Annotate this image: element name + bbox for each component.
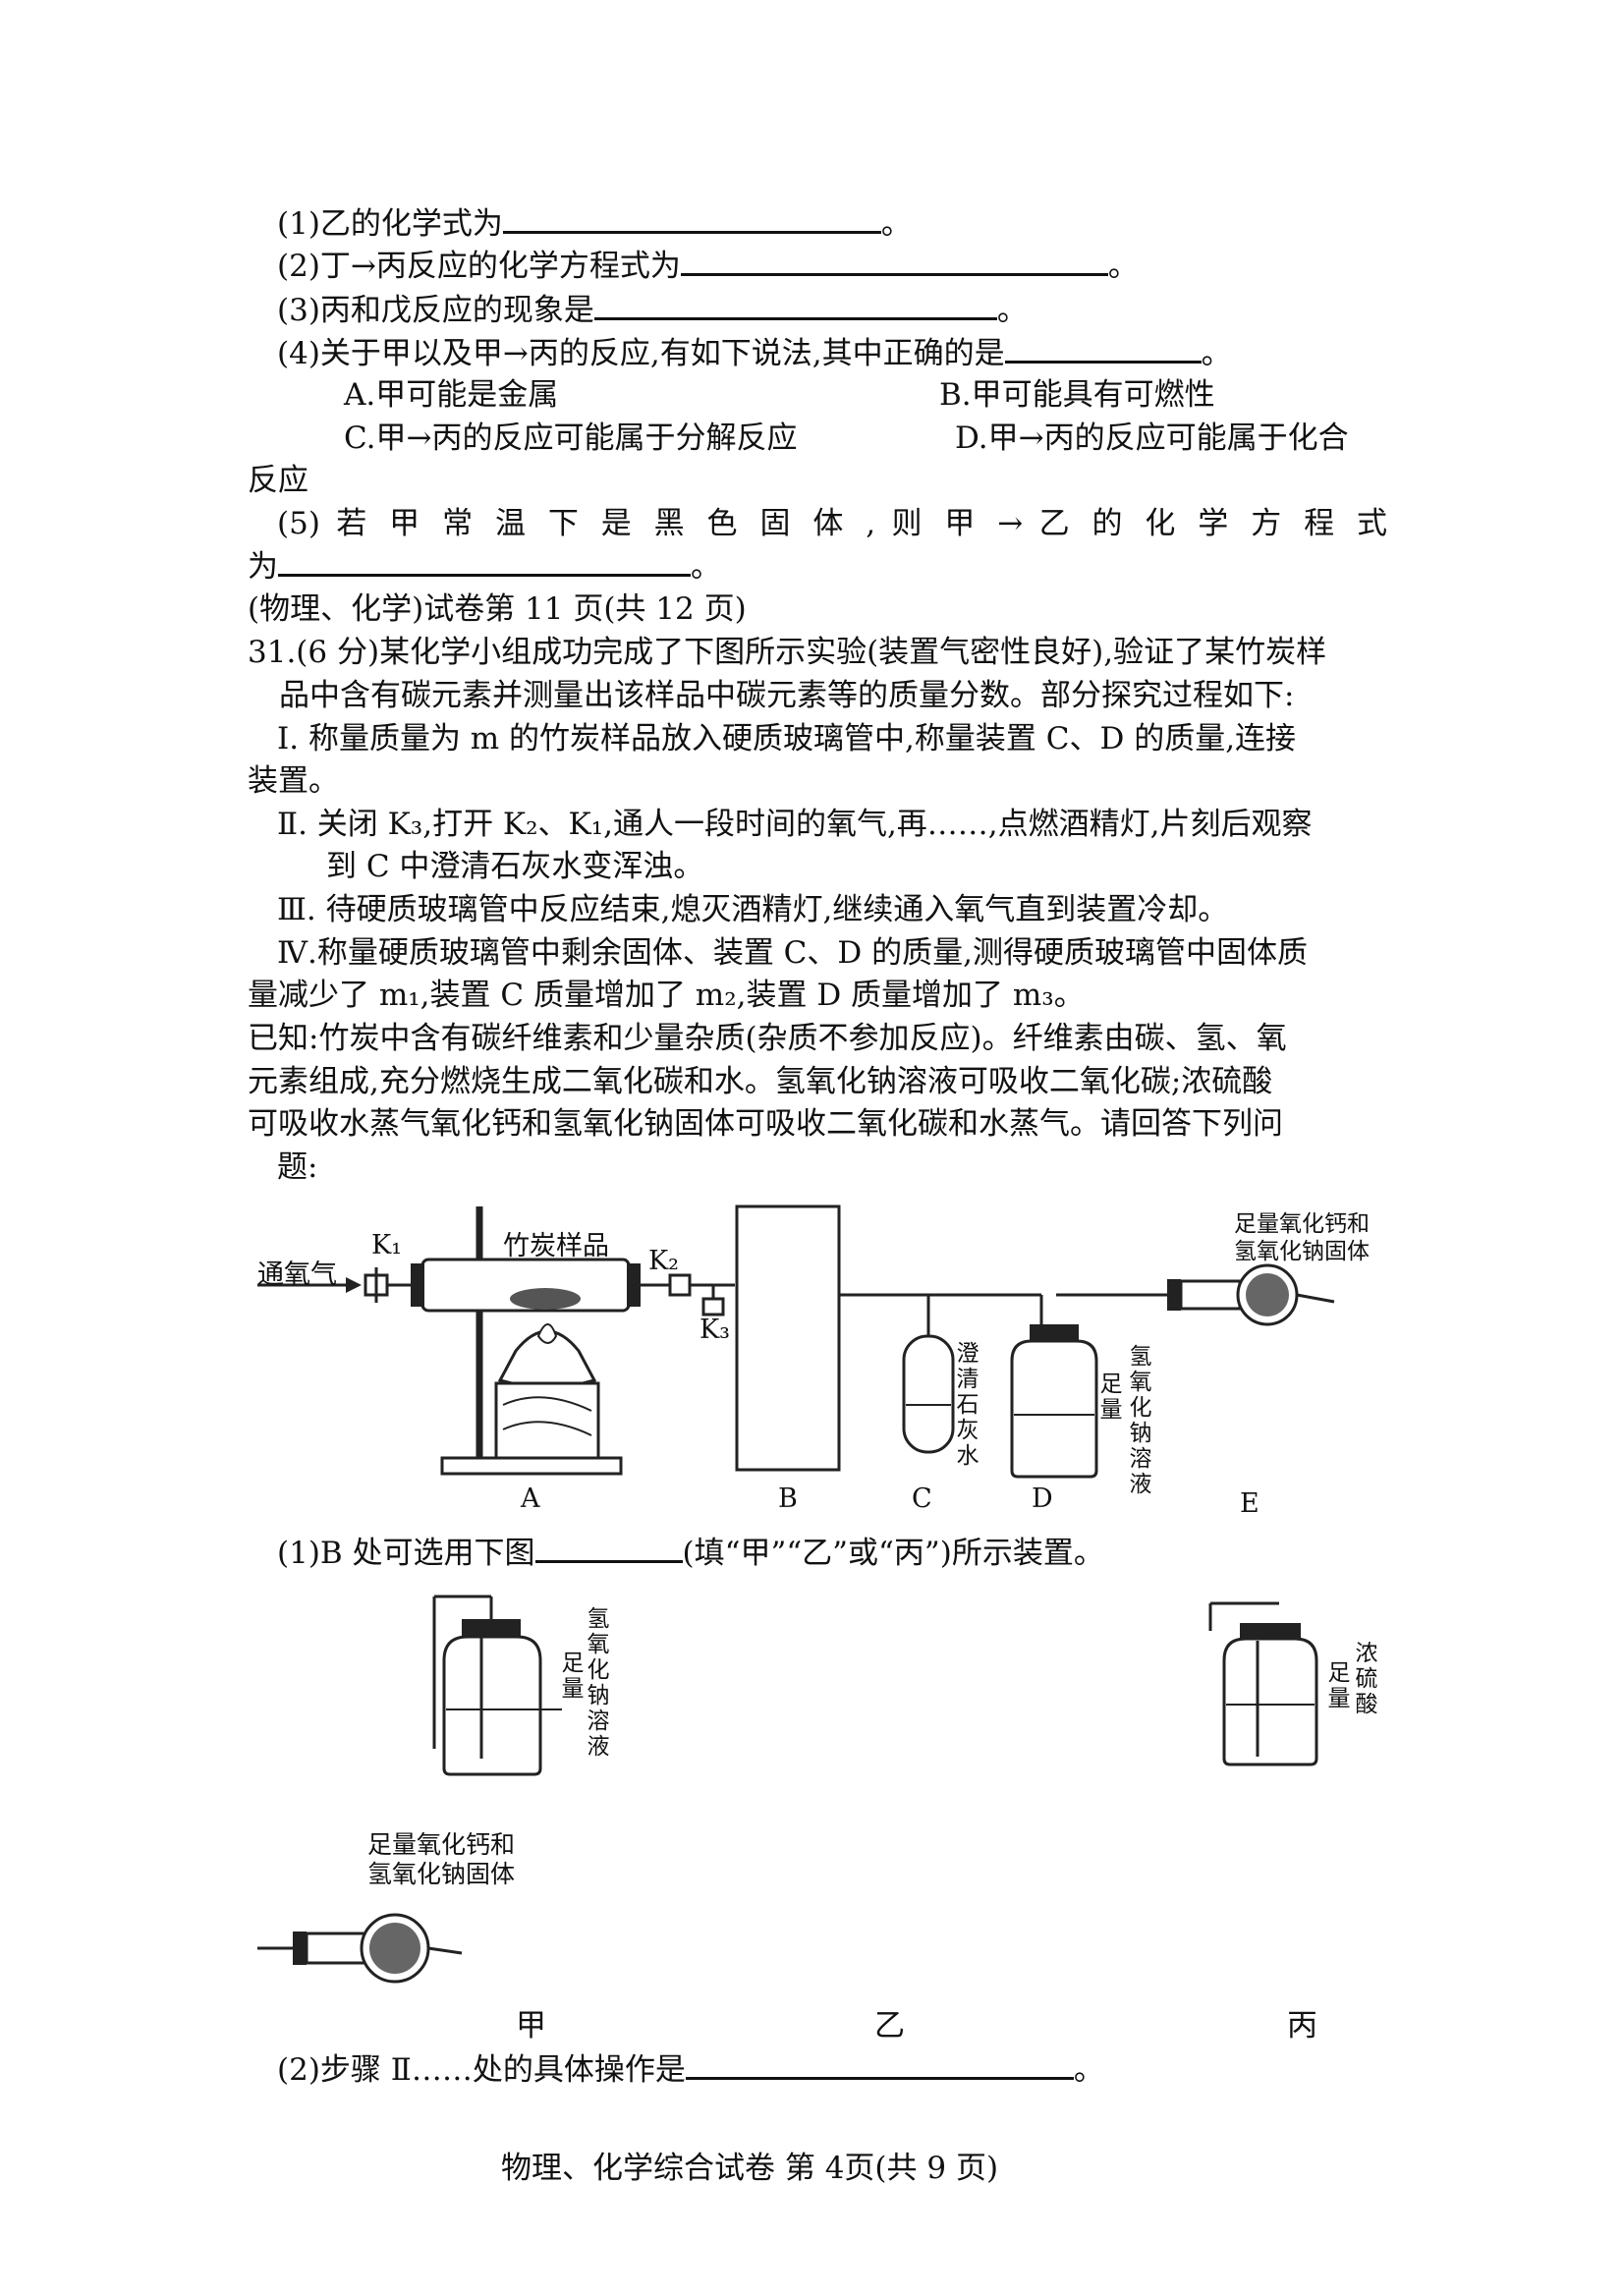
label-b: B bbox=[778, 1484, 798, 1514]
option-bing: 丙 bbox=[1287, 2008, 1317, 2044]
q30-sub1: (1)乙的化学式为。 bbox=[277, 201, 912, 246]
k2-label: K₂ bbox=[648, 1246, 679, 1276]
q31-known-2: 元素组成,充分燃烧生成二氧化碳和水。氢氧化钠溶液可吸收二氧化碳;浓硫酸 bbox=[248, 1064, 1273, 1099]
q30-sub3: (3)丙和戊反应的现象是。 bbox=[277, 288, 1028, 332]
answer-blank-4[interactable] bbox=[1004, 331, 1202, 364]
label-e: E bbox=[1240, 1488, 1259, 1519]
q31-intro-2: 品中含有碳元素并测量出该样品中碳元素等的质量分数。部分探究过程如下: bbox=[279, 678, 1295, 713]
answer-blank-5[interactable] bbox=[278, 544, 691, 577]
q30-option-c: C.甲→丙的反应可能属于分解反应 bbox=[344, 420, 798, 456]
label-a: A bbox=[521, 1484, 540, 1514]
arrow-icon bbox=[346, 1277, 362, 1293]
q31-step3: Ⅲ. 待硬质玻璃管中反应结束,熄灭酒精灯,继续通入氧气直到装置冷却。 bbox=[277, 892, 1229, 927]
drying-tube-e bbox=[1179, 1279, 1242, 1311]
q31-step2-2: 到 C 中澄清石灰水变浑浊。 bbox=[326, 849, 704, 884]
test-tube-c bbox=[902, 1334, 955, 1454]
valve-k3-icon bbox=[701, 1297, 725, 1316]
option-jia: 甲 bbox=[516, 2008, 546, 2044]
q31-step1-2: 装置。 bbox=[248, 763, 339, 799]
q31-known-1: 已知:竹炭中含有碳纤维素和少量杂质(杂质不参加反应)。纤维素由碳、氢、氧 bbox=[248, 1021, 1287, 1056]
k1-label: K₁ bbox=[371, 1230, 402, 1260]
naoh-solution-label: 氢氧化钠溶液 bbox=[1129, 1344, 1152, 1497]
bing-sufficient-label: 足量 bbox=[1327, 1660, 1351, 1711]
q30-sub2: (2)丁→丙反应的化学方程式为。 bbox=[277, 244, 1139, 288]
q31-step4-2: 量减少了 m₁,装置 C 质量增加了 m₂,装置 D 质量增加了 m₃。 bbox=[248, 978, 1085, 1013]
yi-label-1: 足量氧化钙和 bbox=[367, 1830, 516, 1859]
q30-option-d: D.甲→丙的反应可能属于化合 bbox=[955, 420, 1349, 456]
jia-solution-label: 氢氧化钠溶液 bbox=[587, 1606, 610, 1760]
q31-sub2: (2)步骤 Ⅱ……处的具体操作是。 bbox=[277, 2047, 1104, 2092]
q31-step2-1: Ⅱ. 关闭 K₃,打开 K₂、K₁,通人一段时间的氧气,再……,点燃酒精灯,片刻… bbox=[277, 807, 1313, 842]
limewater-label: 澄清石灰水 bbox=[956, 1341, 979, 1469]
q30-option-b: B.甲可能具有可燃性 bbox=[939, 377, 1215, 413]
bing-acid-label: 浓硫酸 bbox=[1355, 1641, 1378, 1717]
q31-known-4: 题: bbox=[277, 1149, 318, 1185]
sample-pile bbox=[510, 1288, 581, 1310]
answer-blank-3[interactable] bbox=[593, 288, 997, 320]
q30-sub5-line2: 为。 bbox=[248, 544, 721, 588]
q31-step1-1: Ⅰ. 称量质量为 m 的竹炭样品放入硬质玻璃管中,称量装置 C、D 的质量,连接 bbox=[277, 721, 1297, 756]
answer-blank-1[interactable] bbox=[502, 201, 881, 234]
q30-option-a: A.甲可能是金属 bbox=[344, 377, 559, 413]
q31-step4-1: Ⅳ.称量硬质玻璃管中剩余固体、装置 C、D 的质量,测得硬质玻璃管中固体质 bbox=[277, 935, 1308, 971]
option-jia-bottle bbox=[442, 1635, 542, 1776]
label-d: D bbox=[1032, 1484, 1053, 1514]
answer-blank-2[interactable] bbox=[680, 244, 1108, 276]
oxygen-inlet-label: 通氧气 bbox=[257, 1260, 337, 1290]
answer-blank-7[interactable] bbox=[685, 2047, 1074, 2080]
sufficient-d-label: 足量 bbox=[1099, 1372, 1123, 1423]
page-note: (物理、化学)试卷第 11 页(共 12 页) bbox=[248, 591, 747, 627]
k3-label: K₃ bbox=[700, 1315, 730, 1345]
answer-blank-6[interactable] bbox=[534, 1531, 683, 1563]
sample-label: 竹炭样品 bbox=[503, 1231, 609, 1261]
e-reagent-label: 足量氧化钙和氢氧化钠固体 bbox=[1234, 1211, 1370, 1264]
q30-sub4: (4)关于甲以及甲→丙的反应,有如下说法,其中正确的是。 bbox=[277, 331, 1232, 375]
stand-base bbox=[440, 1456, 623, 1476]
yi-label-2: 氢氧化钠固体 bbox=[367, 1860, 516, 1888]
valve-k2-icon bbox=[668, 1273, 692, 1297]
wood-block bbox=[494, 1381, 600, 1460]
q31-sub1: (1)B 处可选用下图(填“甲”“乙”或“丙”)所示装置。 bbox=[277, 1531, 1104, 1575]
q30-sub5-line1: (5) 若 甲 常 温 下 是 黑 色 固 体 , 则 甲 → 乙 的 化 学 … bbox=[277, 506, 1387, 541]
q30-option-d-cont: 反应 bbox=[248, 463, 308, 498]
option-yi-tube bbox=[305, 1932, 367, 1965]
q31-intro-1: 31.(6 分)某化学小组成功完成了下图所示实验(装置气密性良好),验证了某竹炭… bbox=[248, 635, 1327, 670]
option-bing-bottle bbox=[1222, 1637, 1318, 1766]
q31-known-3: 可吸收水蒸气氧化钙和氢氧化钠固体可吸收二氧化碳和水蒸气。请回答下列问 bbox=[248, 1106, 1283, 1142]
bottle-d bbox=[1010, 1339, 1098, 1479]
jia-sufficient-label: 足量 bbox=[561, 1651, 585, 1702]
box-b bbox=[735, 1204, 841, 1472]
label-c: C bbox=[912, 1484, 932, 1514]
option-yi: 乙 bbox=[874, 2008, 905, 2044]
flame-icon bbox=[536, 1323, 558, 1344]
page-footer: 物理、化学综合试卷 第 4页(共 9 页) bbox=[501, 2151, 999, 2186]
